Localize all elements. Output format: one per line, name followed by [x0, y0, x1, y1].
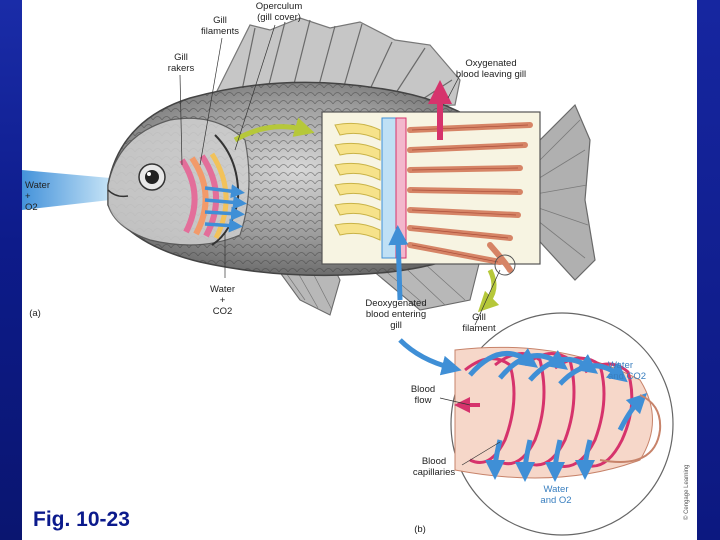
label-water-and-co2-line1: Water — [608, 360, 633, 371]
label-deoxygenated-blood: Deoxygenated blood entering gill — [356, 298, 436, 331]
label-water-and-o2-line1: Water — [544, 484, 569, 495]
label-operculum-line2: (gill cover) — [257, 12, 301, 23]
label-gill-filament: Gill filament — [455, 312, 503, 334]
figure-caption: Fig. 10-23 — [33, 508, 130, 532]
label-water-o2: Water + O2 — [25, 180, 65, 213]
label-water-o2-line3: O2 — [25, 202, 38, 213]
label-gill-rakers: Gill rakers — [160, 52, 202, 74]
label-water-and-o2: Water and O2 — [534, 484, 578, 506]
label-blood-flow-line2: flow — [415, 395, 432, 406]
label-water-co2-line2: + — [220, 295, 226, 306]
deoxygenated-arrow — [398, 235, 400, 300]
label-blood-capillaries-line2: capillaries — [413, 467, 455, 478]
label-deoxygenated-line1: Deoxygenated — [365, 298, 426, 309]
label-water-o2-line1: Water — [25, 180, 50, 191]
label-blood-flow-line1: Blood — [411, 384, 435, 395]
label-gill-filament-line1: Gill — [472, 312, 486, 323]
label-deoxygenated-line3: gill — [390, 320, 402, 331]
copyright-credit: © Cengage Learning — [684, 465, 690, 520]
panel-b-label: (b) — [410, 524, 430, 535]
panel-b-water-arrow — [400, 340, 452, 368]
label-water-co2-line3: CO2 — [213, 306, 233, 317]
label-gill-rakers-line2: rakers — [168, 63, 194, 74]
panel-a-label: (a) — [25, 308, 45, 319]
label-water-and-co2: Water and CO2 — [608, 360, 660, 382]
label-blood-capillaries-line1: Blood — [422, 456, 446, 467]
label-gill-filaments: Gill filaments — [195, 15, 245, 37]
label-blood-capillaries: Blood capillaries — [405, 456, 463, 478]
label-gill-filaments-line1: Gill — [213, 15, 227, 26]
label-deoxygenated-line2: blood entering — [366, 309, 426, 320]
label-water-co2: Water + CO2 — [200, 284, 245, 317]
label-gill-rakers-line1: Gill — [174, 52, 188, 63]
gill-arch-zoom-box — [322, 112, 540, 275]
label-water-o2-line2: + — [25, 191, 31, 202]
label-oxygenated-blood: Oxygenated blood leaving gill — [446, 58, 536, 80]
label-water-co2-line1: Water — [210, 284, 235, 295]
label-operculum-line1: Operculum — [256, 1, 302, 12]
label-operculum: Operculum (gill cover) — [248, 1, 310, 23]
label-water-and-o2-line2: and O2 — [540, 495, 571, 506]
label-oxygenated-line2: blood leaving gill — [456, 69, 526, 80]
label-blood-flow: Blood flow — [405, 384, 441, 406]
label-water-and-co2-line2: and CO2 — [608, 371, 646, 382]
label-gill-filaments-line2: filaments — [201, 26, 239, 37]
label-gill-filament-line2: filament — [462, 323, 495, 334]
label-oxygenated-line1: Oxygenated — [465, 58, 516, 69]
